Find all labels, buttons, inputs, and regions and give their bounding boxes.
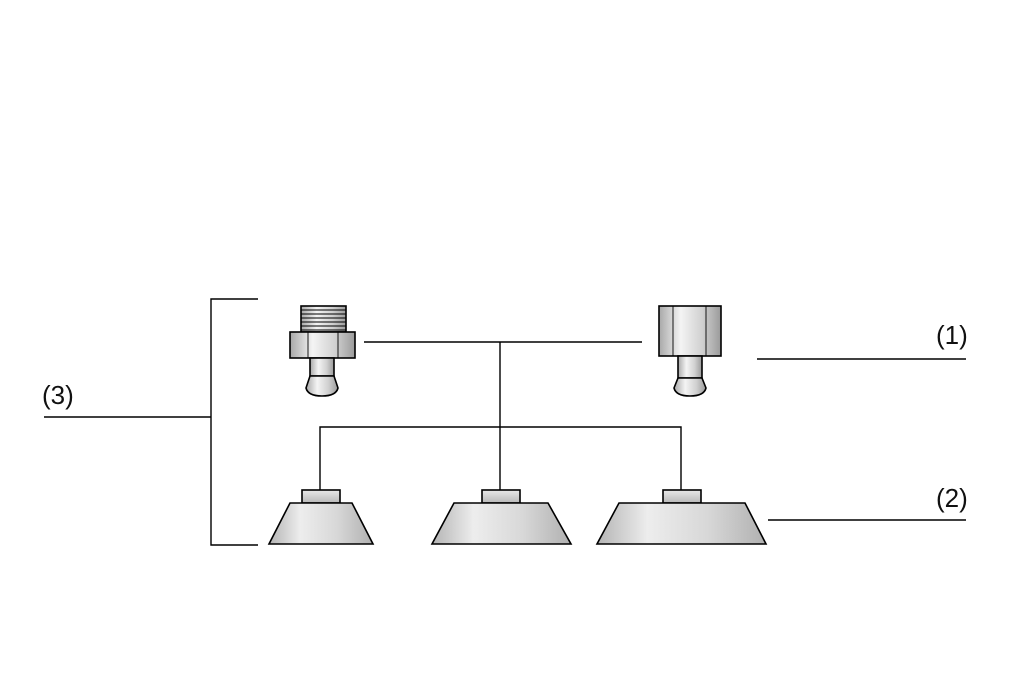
threaded-fitting-icon (289, 305, 356, 397)
label-suction-cups: (2) (936, 483, 968, 513)
suction-cup-icon (267, 489, 375, 545)
suction-cup-icon (430, 489, 573, 545)
nut-fitting-icon (658, 305, 722, 397)
assembly-bracket (44, 298, 258, 546)
label-fittings: (1) (936, 320, 968, 350)
connection-lines (319, 341, 682, 490)
suction-cup-icon (595, 489, 768, 545)
label-assembly: (3) (42, 380, 74, 410)
